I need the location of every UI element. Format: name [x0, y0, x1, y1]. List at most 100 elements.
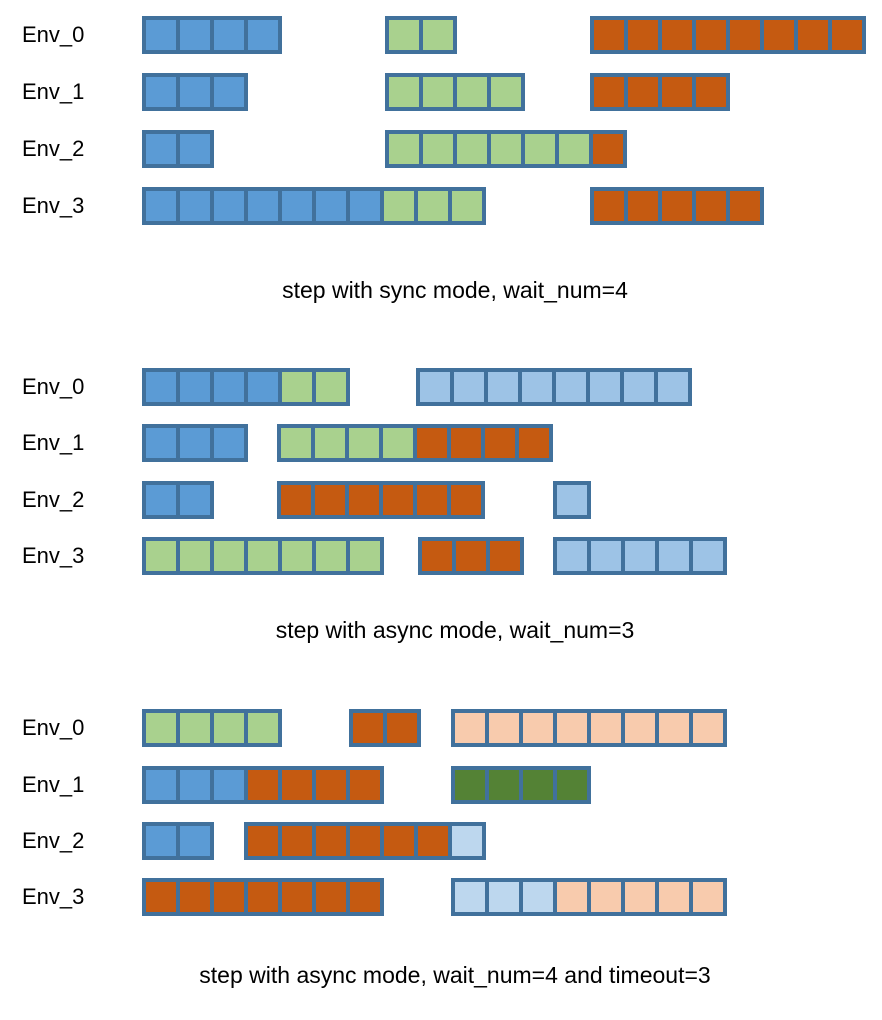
env-label: Env_0 [22, 374, 85, 399]
step-cell-orange [832, 20, 862, 50]
step-cell-orange [628, 191, 658, 221]
step-cell-blue [180, 20, 210, 50]
step-cell-blue [180, 134, 210, 164]
step-cell-blue [180, 428, 210, 458]
step-cell-green [180, 541, 210, 571]
step-bar [385, 130, 627, 168]
step-cell-orange [248, 770, 278, 800]
env-label: Env_3 [22, 884, 85, 909]
step-bar [142, 822, 214, 860]
step-bar [590, 187, 764, 225]
step-cell-orange [384, 826, 414, 856]
step-cell-orange [593, 134, 623, 164]
step-cell-orange [696, 191, 726, 221]
step-cell-green [457, 77, 487, 107]
step-cell-lightblue [591, 541, 621, 571]
step-cell-orange [696, 20, 726, 50]
step-cell-blue [146, 770, 176, 800]
step-cell-orange [282, 826, 312, 856]
step-cell-orange [316, 826, 346, 856]
step-cell-blue [146, 20, 176, 50]
step-cell-orange [519, 428, 549, 458]
step-cell-lightblue [624, 372, 654, 402]
step-bar [277, 481, 485, 519]
env-label: Env_0 [22, 715, 85, 740]
step-cell-green [315, 428, 345, 458]
env-label: Env_3 [22, 193, 85, 218]
step-cell-green [316, 372, 346, 402]
step-cell-orange [662, 191, 692, 221]
step-cell-lightblue [659, 541, 689, 571]
step-cell-orange [485, 428, 515, 458]
step-cell-green [491, 77, 521, 107]
step-cell-lightblue [454, 372, 484, 402]
step-cell-lightblue [556, 372, 586, 402]
step-cell-orange [418, 826, 448, 856]
step-cell-blue [180, 485, 210, 515]
step-cell-green [248, 541, 278, 571]
step-cell-darkgreen [489, 770, 519, 800]
step-cell-lightblue [522, 372, 552, 402]
step-cell-green [457, 134, 487, 164]
step-cell-blue [214, 20, 244, 50]
step-cell-orange [180, 882, 210, 912]
step-cell-orange [451, 485, 481, 515]
step-cell-green [389, 134, 419, 164]
step-bar [553, 481, 591, 519]
panel-caption: step with sync mode, wait_num=4 [282, 277, 628, 303]
step-bar [418, 537, 524, 575]
step-cell-green [418, 191, 448, 221]
step-cell-blue [214, 191, 244, 221]
step-cell-green [525, 134, 555, 164]
env-label: Env_3 [22, 543, 85, 568]
step-cell-orange [417, 428, 447, 458]
step-cell-orange [696, 77, 726, 107]
step-cell-peach [489, 713, 519, 743]
env-label: Env_2 [22, 828, 85, 853]
step-cell-orange [422, 541, 452, 571]
step-cell-orange [349, 485, 379, 515]
step-bar [416, 368, 692, 406]
step-cell-blue [316, 191, 346, 221]
step-cell-peach [523, 713, 553, 743]
step-cell-blue [146, 826, 176, 856]
step-cell-orange [594, 191, 624, 221]
panel-caption: step with async mode, wait_num=3 [275, 617, 635, 643]
step-cell-green [214, 541, 244, 571]
step-cell-lightblue [557, 541, 587, 571]
step-bar [451, 766, 591, 804]
step-cell-blue [146, 485, 176, 515]
step-bar [142, 709, 282, 747]
step-cell-blue [146, 428, 176, 458]
step-cell-green [383, 428, 413, 458]
step-cell-green [282, 541, 312, 571]
step-cell-orange [316, 770, 346, 800]
step-bar [142, 878, 384, 916]
step-cell-peach [455, 713, 485, 743]
step-bar [385, 16, 457, 54]
step-cell-orange [248, 882, 278, 912]
step-cell-lightblue [693, 541, 723, 571]
env-label: Env_1 [22, 430, 85, 455]
step-cell-lightblue [625, 541, 655, 571]
panel-caption: step with async mode, wait_num=4 and tim… [199, 962, 711, 988]
step-cell-orange [353, 713, 383, 743]
step-cell-orange [281, 485, 311, 515]
step-cell-green [389, 77, 419, 107]
step-cell-peach [625, 713, 655, 743]
step-cell-orange [594, 20, 624, 50]
step-cell-blue [180, 372, 210, 402]
step-cell-peach [659, 713, 689, 743]
step-cell-paleblue [523, 882, 553, 912]
step-cell-blue [146, 134, 176, 164]
step-cell-blue [146, 372, 176, 402]
step-bar [385, 73, 525, 111]
step-bar [142, 73, 248, 111]
env-label: Env_1 [22, 772, 85, 797]
step-cell-orange [350, 826, 380, 856]
step-cell-green [146, 541, 176, 571]
step-cell-orange [383, 485, 413, 515]
step-bar [553, 537, 727, 575]
step-cell-green [146, 713, 176, 743]
step-cell-blue [146, 77, 176, 107]
